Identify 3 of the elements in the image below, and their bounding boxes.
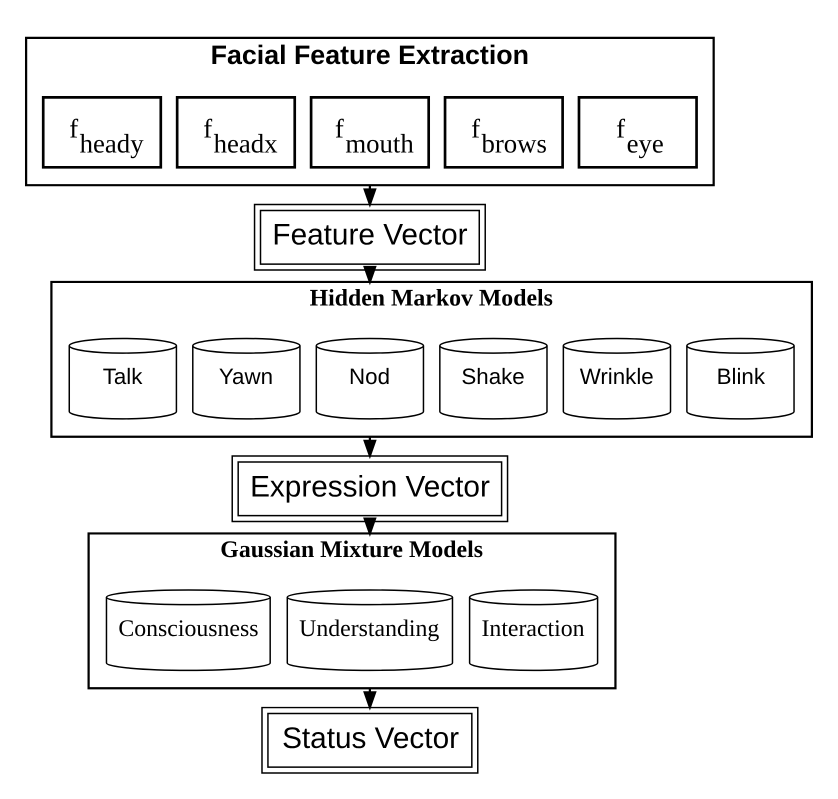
- arrow: [363, 266, 377, 286]
- node-box: Status Vector: [261, 706, 479, 774]
- arrow: [363, 517, 377, 537]
